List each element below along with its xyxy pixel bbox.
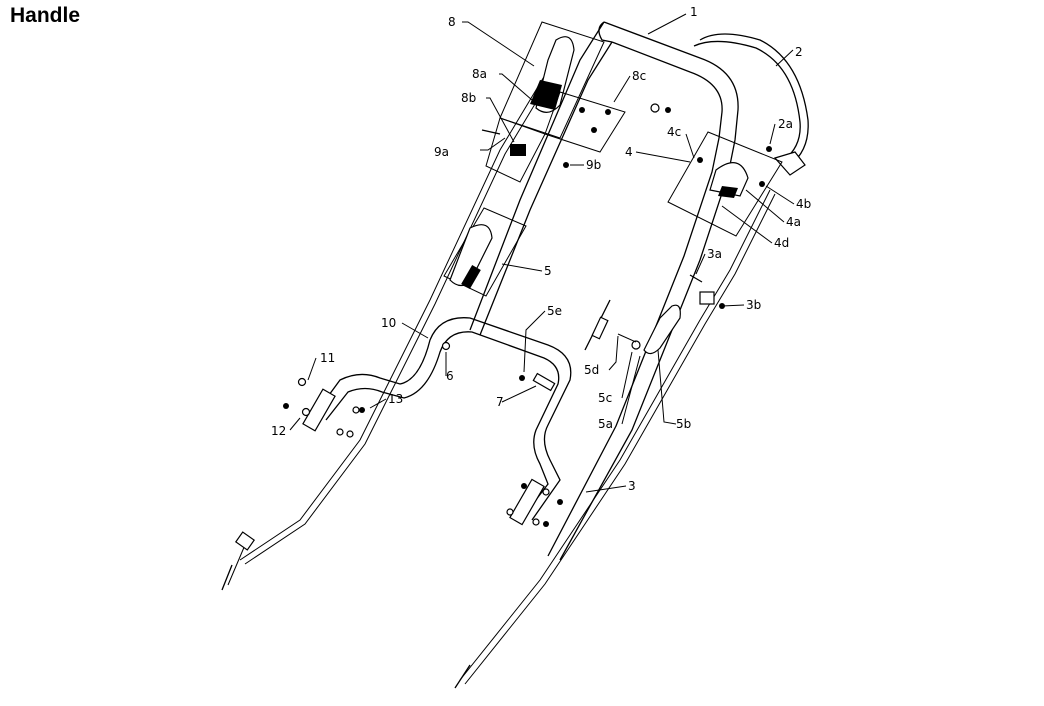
label-4b: 4b bbox=[796, 197, 811, 211]
bail-guide bbox=[693, 33, 809, 176]
label-13: 13 bbox=[388, 392, 403, 406]
label-9a: 9a bbox=[434, 145, 449, 159]
label-4c: 4c bbox=[667, 125, 681, 139]
leader-lines bbox=[289, 13, 795, 493]
label-5c: 5c bbox=[598, 391, 612, 405]
label-5a: 5a bbox=[598, 417, 613, 431]
label-2a: 2a bbox=[778, 117, 793, 131]
label-5b: 5b bbox=[676, 417, 691, 431]
label-4: 4 bbox=[625, 145, 633, 159]
label-4d: 4d bbox=[774, 236, 789, 250]
hardware bbox=[283, 103, 772, 527]
upper-handle bbox=[469, 21, 739, 561]
label-5: 5 bbox=[544, 264, 552, 278]
label-3: 3 bbox=[628, 479, 636, 493]
diagram-title: Handle bbox=[10, 4, 81, 27]
lever-5a-5d bbox=[584, 299, 681, 355]
label-3a: 3a bbox=[707, 247, 722, 261]
label-8a: 8a bbox=[472, 67, 487, 81]
label-5e: 5e bbox=[547, 304, 562, 318]
label-3b: 3b bbox=[746, 298, 761, 312]
label-1: 1 bbox=[690, 5, 698, 19]
right-cable bbox=[454, 189, 776, 689]
label-11: 11 bbox=[320, 351, 335, 365]
part-labels: 1 2 2a 3 3a 3b 4 4a 4b 4c 4d 5 5a 5b 5c … bbox=[271, 5, 811, 493]
label-8: 8 bbox=[448, 15, 456, 29]
label-9b: 9b bbox=[586, 158, 601, 172]
label-5d: 5d bbox=[584, 363, 599, 377]
lower-handle bbox=[302, 317, 572, 526]
label-2: 2 bbox=[795, 45, 803, 59]
label-8c: 8c bbox=[632, 69, 646, 83]
label-6: 6 bbox=[446, 369, 454, 383]
label-10: 10 bbox=[381, 316, 396, 330]
label-4a: 4a bbox=[786, 215, 801, 229]
label-8b: 8b bbox=[461, 91, 476, 105]
control-box-8 bbox=[485, 21, 626, 183]
label-12: 12 bbox=[271, 424, 286, 438]
label-7: 7 bbox=[496, 395, 504, 409]
left-cable bbox=[221, 39, 572, 591]
control-box-4 bbox=[667, 131, 783, 237]
control-box-5 bbox=[443, 207, 527, 297]
